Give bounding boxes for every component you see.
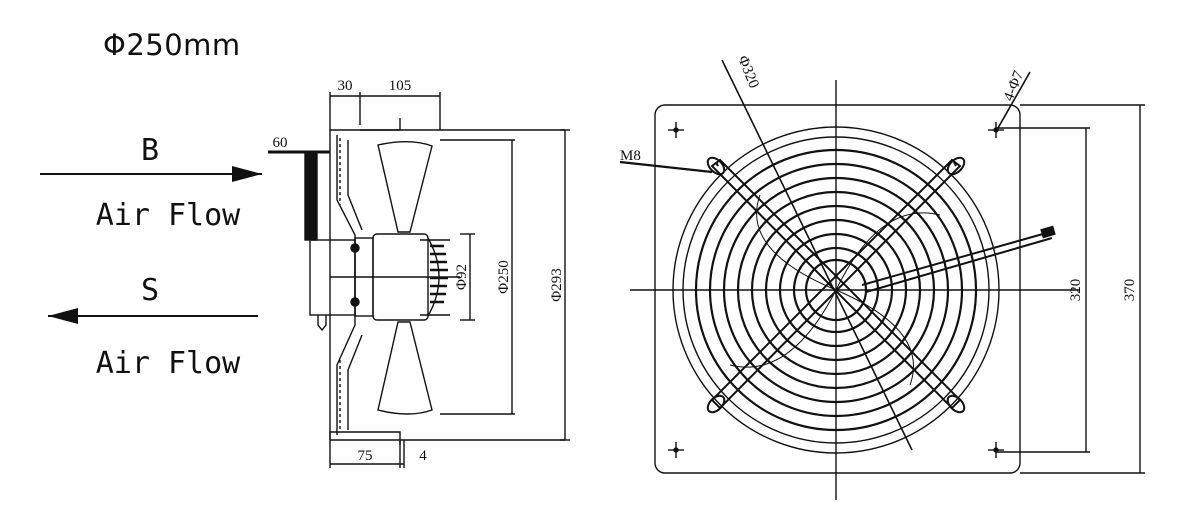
- airflow-b-arrowhead: [232, 166, 262, 182]
- dim-320-label: 320: [1068, 279, 1084, 302]
- guard-struts: [706, 156, 966, 414]
- dia-92-label: Φ92: [454, 264, 470, 290]
- dim-370-label: 370: [1122, 279, 1138, 302]
- dia-320-label: Φ320: [734, 54, 761, 91]
- airflow-s-arrowhead: [48, 308, 78, 324]
- dim-30-label: 30: [338, 78, 353, 94]
- airflow-s-letter: S: [141, 273, 159, 308]
- product-size-title: Φ250mm: [103, 28, 241, 62]
- airflow-b-letter: B: [141, 133, 159, 168]
- dim-4-label: 4: [419, 448, 427, 464]
- dim-60-label: 60: [273, 135, 288, 151]
- dia-293-label: Φ293: [549, 268, 565, 301]
- airflow-s-text: Air Flow: [96, 346, 241, 381]
- holes-4-phi7-label: 4-Φ7: [1001, 68, 1028, 103]
- airflow-legend: B Air Flow S Air Flow: [40, 133, 262, 381]
- dia-250-label: Φ250: [496, 260, 512, 293]
- side-view: [268, 92, 570, 468]
- dim-105-label: 105: [389, 78, 412, 94]
- mounting-holes: [668, 122, 1004, 458]
- m8-bolt-label: M8: [620, 148, 641, 164]
- dim-75-label: 75: [358, 448, 373, 464]
- side-view-dimensions: 30 105 60 75 4 Φ92 Φ250 Φ293: [273, 78, 566, 464]
- front-view: [619, 59, 1145, 500]
- airflow-b-text: Air Flow: [96, 198, 241, 233]
